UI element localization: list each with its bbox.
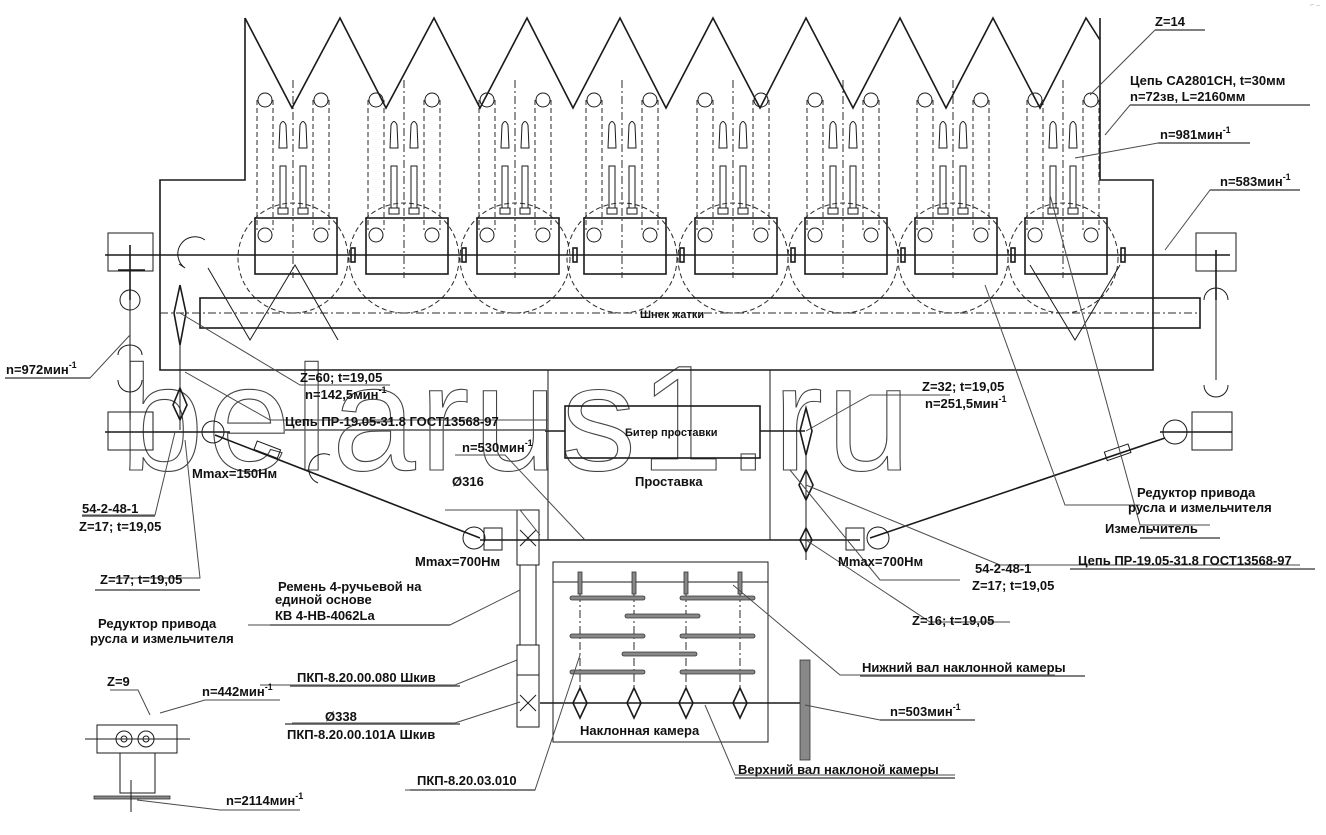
label-n530: n=530мин-1	[462, 438, 533, 455]
label-n583: n=583мин-1	[1220, 172, 1291, 189]
right-top-gearbox	[1160, 232, 1237, 451]
pulley-stack	[516, 509, 540, 728]
label-z16: Z=16; t=19,05	[912, 613, 994, 628]
label-pulley080: ПКП-8.20.00.080 Шкив	[297, 670, 436, 685]
row-unit	[237, 80, 356, 314]
feeder-chain	[626, 571, 642, 720]
left-top-gearbox	[105, 232, 230, 451]
left-diagonal-shaft	[214, 434, 481, 539]
feeder-chain	[572, 571, 588, 720]
feeder-slat	[569, 633, 646, 639]
output-pulley	[799, 659, 811, 761]
row-unit	[1007, 80, 1126, 314]
label-right-5424-1: 54-2-48-1	[975, 561, 1031, 576]
header-auger	[160, 264, 1201, 341]
feeder-slat	[679, 633, 756, 639]
header-frame	[159, 16, 1154, 371]
label-spacer: Проставка	[635, 474, 703, 489]
label-n2114: n=2114мин-1	[226, 791, 303, 808]
label-belt-1: Ремень 4-ручьевой на	[278, 579, 422, 594]
feeder-chain	[732, 571, 748, 720]
label-reducer-left-2: русла и измельчителя	[90, 631, 234, 646]
row-unit	[348, 80, 467, 314]
label-beater: Битер проставки	[625, 427, 718, 439]
label-chain-ca-1: Цепь СА2801СН, t=30мм	[1130, 73, 1285, 88]
label-left-5424-1: 54-2-48-1	[82, 501, 138, 516]
row-unit	[787, 80, 906, 314]
right-diagonal-shaft	[869, 437, 1166, 539]
small-reducer	[85, 724, 190, 812]
label-n442: n=442мин-1	[202, 682, 273, 699]
label-chain-ca-2: n=72зв, L=2160мм	[1130, 89, 1245, 104]
feeder-slat	[569, 595, 646, 601]
row-unit	[459, 80, 578, 314]
label-d338: Ø338	[325, 709, 357, 724]
label-underlines	[5, 29, 1315, 791]
label-n972: n=972мин-1	[6, 360, 77, 377]
label-reducer-right-2: русла и измельчителя	[1128, 500, 1272, 515]
corner-mark: ⌐ ‒	[1310, 2, 1320, 9]
label-chain-pr-left: Цепь ПР-19.05-31.8 ГОСТ13568-97	[285, 414, 499, 429]
label-pulley101: ПКП-8.20.00.101А Шкив	[287, 727, 435, 742]
label-chain-pr-right: Цепь ПР-19.05-31.8 ГОСТ13568-97	[1078, 553, 1292, 568]
label-mmax700-left: Mmax=700Нм	[415, 554, 500, 569]
row-unit	[566, 80, 685, 314]
label-belt-2: единой основе	[275, 592, 372, 607]
label-z32-1: Z=32; t=19,05	[922, 379, 1004, 394]
row-unit	[677, 80, 796, 314]
label-upper-shaft: Верхний вал наклоной камеры	[738, 762, 939, 777]
label-mmax150: Mmax=150Нм	[192, 466, 277, 481]
feeder-slat	[624, 613, 701, 619]
label-n981: n=981мин-1	[1160, 125, 1231, 142]
label-lower-shaft: Нижний вал наклонной камеры	[862, 660, 1066, 675]
label-n503: n=503мин-1	[890, 702, 961, 719]
label-z14: Z=14	[1155, 14, 1186, 29]
row-unit	[897, 80, 1016, 314]
label-z32-2: n=251,5мин-1	[925, 394, 1007, 411]
beater-box	[564, 405, 761, 459]
feeder-slat	[621, 651, 698, 657]
feeder-house	[540, 561, 805, 743]
feeder-slats	[569, 571, 756, 720]
label-left-5424-2: Z=17; t=19,05	[79, 519, 161, 534]
label-z60-2: n=142,5мин-1	[305, 385, 387, 402]
label-z60-1: Z=60; t=19,05	[300, 370, 382, 385]
label-d316: Ø316	[452, 474, 484, 489]
watermark: belarus1.ru	[120, 334, 914, 502]
feeder-slat	[679, 669, 756, 675]
label-pkp010: ПКП-8.20.03.010	[417, 773, 517, 788]
feeder-chain	[678, 571, 694, 720]
label-auger: Шнек жатки	[640, 309, 704, 321]
row-units	[237, 80, 1126, 314]
label-belt-3: КВ 4-НВ-4062La	[275, 608, 375, 623]
label-mmax700-right: Mmax=700Нм	[838, 554, 923, 569]
label-right-5424-2: Z=17; t=19,05	[972, 578, 1054, 593]
label-chopper: Измельчитель	[1105, 521, 1198, 536]
label-left-z17: Z=17; t=19,05	[100, 572, 182, 587]
label-reducer-left-1: Редуктор привода	[98, 616, 217, 631]
label-feeder: Наклонная камера	[580, 723, 700, 738]
label-reducer-right-1: Редуктор привода	[1137, 485, 1256, 500]
label-z9: Z=9	[107, 674, 130, 689]
feeder-slat	[569, 669, 646, 675]
feeder-slat	[679, 595, 756, 601]
rotation-arrow-icon	[177, 236, 206, 269]
